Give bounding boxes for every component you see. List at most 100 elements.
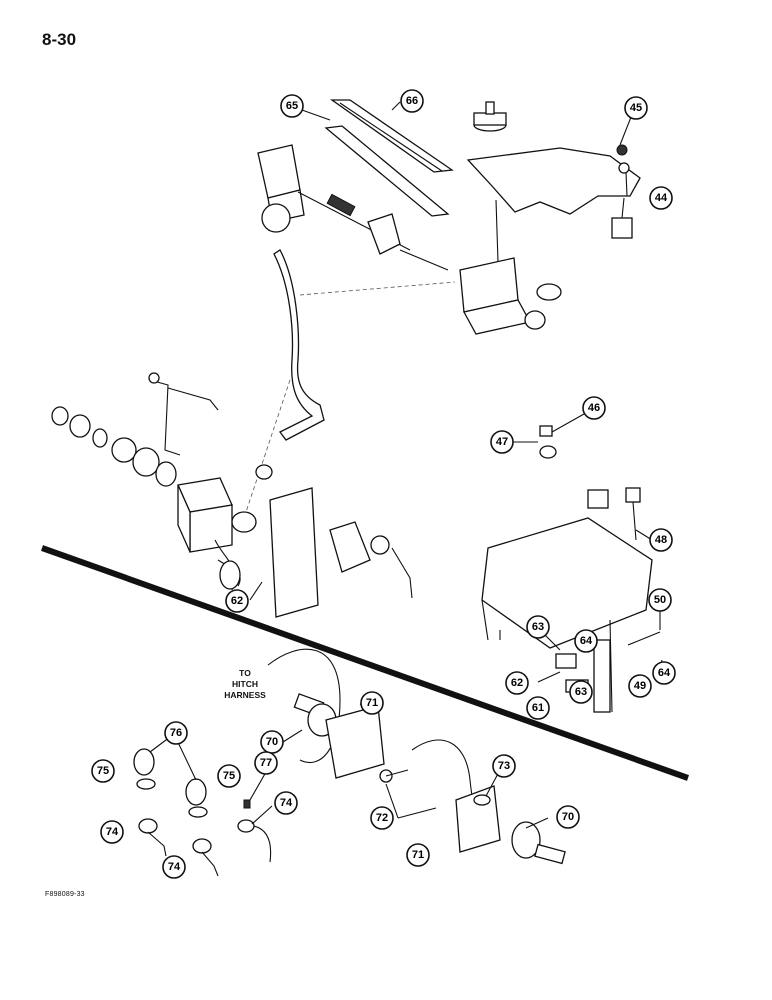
callout-47: 47	[490, 430, 514, 454]
pivot-rod	[495, 199, 499, 263]
callout-76: 76	[164, 721, 188, 745]
lever-box	[177, 477, 233, 553]
grommet-45	[616, 144, 628, 156]
callout-75a: 75	[91, 759, 115, 783]
grommet-73	[473, 794, 491, 806]
caps-75-76	[133, 748, 208, 818]
callout-75b-label: 75	[223, 770, 235, 782]
callout-71a: 71	[360, 691, 384, 715]
callout-63b: 63	[569, 680, 593, 704]
bracket-71	[325, 705, 385, 779]
callout-71a-label: 71	[366, 697, 378, 709]
bar-65	[324, 125, 450, 217]
callout-72-label: 72	[376, 812, 388, 824]
washer-45	[618, 162, 630, 174]
callout-77: 77	[254, 751, 278, 775]
callout-75b: 75	[217, 764, 241, 788]
callout-73-label: 73	[498, 760, 510, 772]
section-divider-line	[40, 545, 690, 781]
note-line-2: HITCH	[232, 679, 258, 689]
callout-50-label: 50	[654, 594, 666, 606]
callout-74b: 74	[162, 855, 186, 879]
control-lever	[273, 249, 325, 441]
callout-70b: 70	[556, 805, 580, 829]
callout-66: 66	[400, 89, 424, 113]
callout-44: 44	[649, 186, 673, 210]
callout-62a: 62	[505, 671, 529, 695]
callout-48-label: 48	[655, 534, 667, 546]
note-line-3: HARNESS	[224, 690, 266, 700]
callout-76-label: 76	[170, 727, 182, 739]
callout-45: 45	[624, 96, 648, 120]
callout-77-label: 77	[260, 757, 272, 769]
callout-74b-label: 74	[168, 861, 181, 873]
callout-73: 73	[492, 754, 516, 778]
callout-47-label: 47	[496, 436, 508, 448]
damper-mount	[473, 101, 507, 132]
callout-70b-label: 70	[562, 811, 574, 823]
callout-74a-label: 74	[106, 826, 119, 838]
plate-44	[466, 147, 641, 215]
mounting-bracket-center	[459, 257, 531, 335]
switch-assembly-46	[539, 425, 557, 459]
callout-64a: 64	[574, 629, 598, 653]
callout-62b: 62	[225, 589, 249, 613]
lever-knob	[261, 203, 291, 233]
callout-65: 65	[280, 94, 304, 118]
relay-block	[587, 489, 609, 509]
connector-48	[625, 487, 641, 541]
sensor-44	[611, 197, 633, 239]
page-number: 8-30	[42, 30, 77, 49]
callout-48: 48	[649, 528, 673, 552]
callout-71b-label: 71	[412, 849, 424, 861]
hitch-harness-note: TO HITCH HARNESS	[200, 668, 290, 701]
note-line-1: TO	[239, 668, 251, 678]
callout-74c-label: 74	[280, 797, 293, 809]
figure-id: F898089-33	[45, 891, 85, 898]
callout-70a: 70	[260, 730, 284, 754]
control-panel-frame	[481, 517, 653, 713]
callout-64b-label: 64	[658, 667, 671, 679]
return-spring	[214, 539, 241, 591]
callout-70a-label: 70	[266, 736, 278, 748]
callout-75a-label: 75	[97, 765, 109, 777]
callout-61: 61	[526, 696, 550, 720]
callout-72: 72	[370, 806, 394, 830]
link-rod	[148, 372, 219, 456]
callout-61-label: 61	[532, 702, 544, 714]
callout-74c: 74	[274, 791, 298, 815]
linkage-arm	[329, 521, 413, 599]
isolator-mount	[536, 283, 562, 301]
sensors-74	[138, 818, 272, 877]
callout-45-label: 45	[630, 102, 642, 114]
isolator-mount-2	[524, 310, 546, 330]
callout-63b-label: 63	[575, 686, 587, 698]
callout-64a-label: 64	[580, 635, 593, 647]
callout-65-label: 65	[286, 100, 298, 112]
callout-62b-label: 62	[231, 595, 243, 607]
leader-lines	[149, 101, 663, 829]
washer-stack	[51, 406, 177, 487]
position-sensor-70b	[511, 821, 566, 865]
bolt-72	[379, 769, 409, 783]
callout-64b: 64	[652, 661, 676, 685]
callout-49-label: 49	[634, 680, 646, 692]
callout-71b: 71	[406, 843, 430, 867]
callout-49: 49	[628, 674, 652, 698]
callout-63a: 63	[526, 615, 550, 639]
callout-66-label: 66	[406, 95, 418, 107]
callout-44-label: 44	[655, 192, 668, 204]
shaft-spring	[297, 191, 449, 271]
cylinder-bushing	[231, 464, 273, 533]
callout-50: 50	[648, 588, 672, 612]
pivot-plate	[269, 487, 319, 618]
callout-63a-label: 63	[532, 621, 544, 633]
callout-46: 46	[582, 396, 606, 420]
callout-74a: 74	[100, 820, 124, 844]
callout-46-label: 46	[588, 402, 600, 414]
pin-77	[243, 799, 251, 809]
harness-cable-left	[267, 648, 341, 764]
callout-62a-label: 62	[511, 677, 523, 689]
bar-66	[329, 99, 454, 173]
